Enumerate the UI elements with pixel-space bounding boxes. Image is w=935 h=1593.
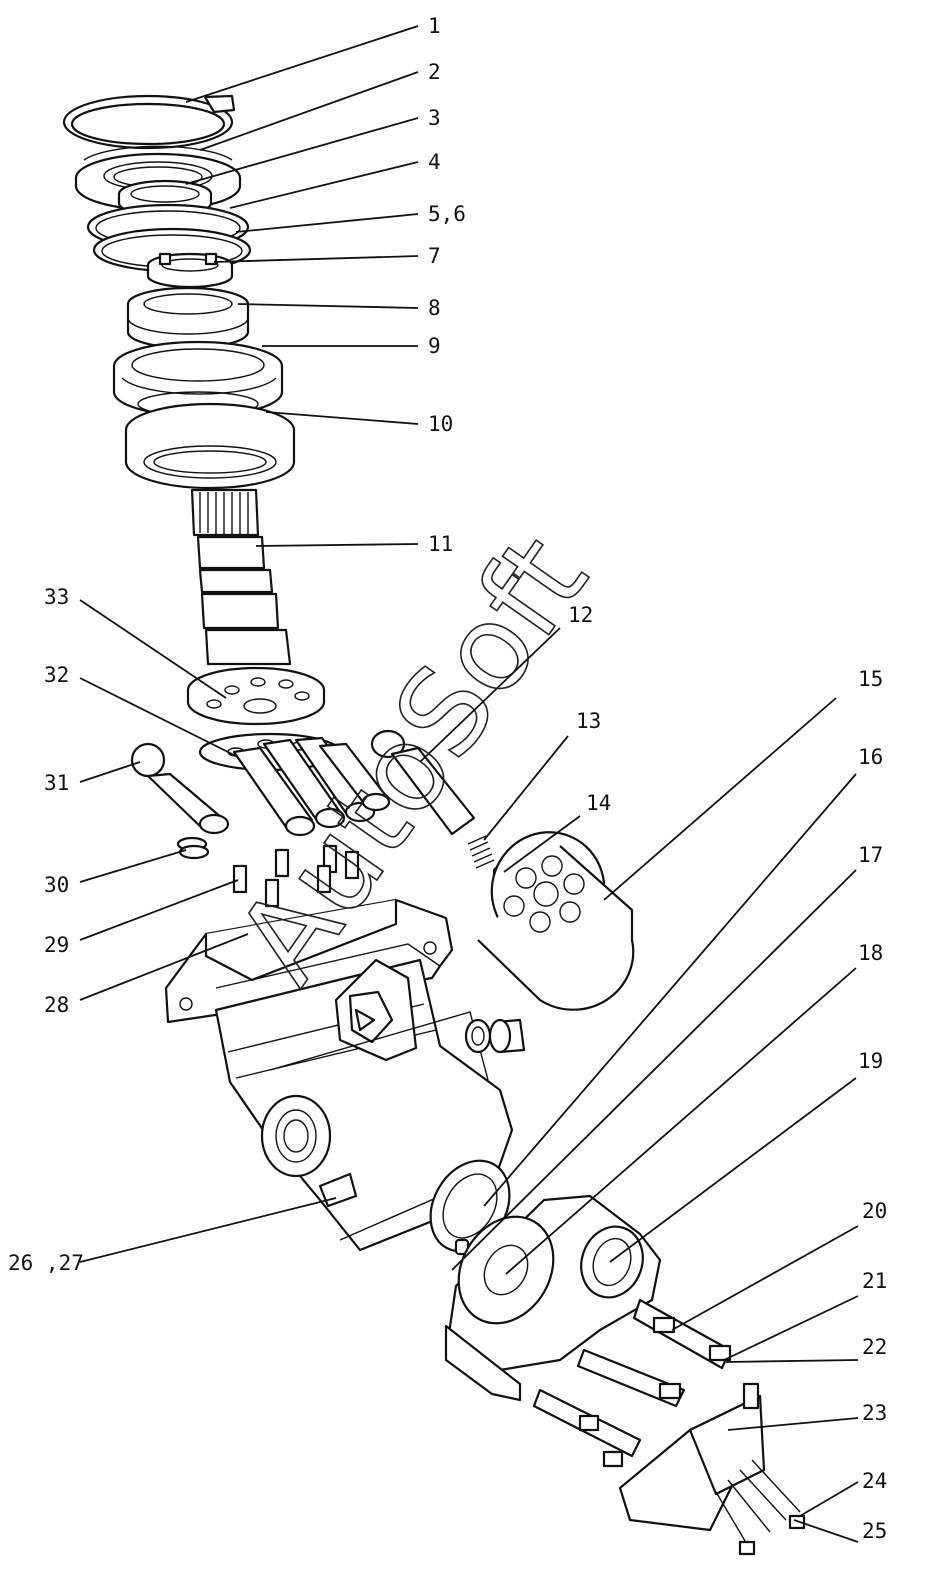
callout-labels: 1 2 3 4 5,6 7 8 9 10 11 12 13 14 15 16 1… — [8, 14, 887, 1543]
callout-5-6: 5,6 — [428, 202, 466, 226]
callout-7: 7 — [428, 244, 441, 268]
callout-11: 11 — [428, 532, 453, 556]
callout-18: 18 — [858, 941, 883, 965]
callout-1: 1 — [428, 14, 441, 38]
part-9-bearing-cup — [112, 340, 284, 418]
callout-8: 8 — [428, 296, 441, 320]
callout-22: 22 — [862, 1335, 887, 1359]
part-28-flange-housing — [164, 898, 454, 1024]
part-7-lock-nut — [146, 252, 234, 289]
part-8-bearing — [126, 286, 250, 350]
part-17-19-end-cover — [444, 1194, 662, 1402]
part-20-25-valve-block — [532, 1298, 806, 1556]
callout-16: 16 — [858, 745, 883, 769]
parts-drawing — [62, 94, 806, 1556]
part-15-cylinder-block — [477, 831, 635, 1011]
callout-29: 29 — [44, 933, 69, 957]
callout-26-27: 26 ,27 — [8, 1251, 84, 1275]
part-26-27-main-housing — [214, 958, 514, 1252]
callout-33: 33 — [44, 585, 69, 609]
plug-and-washer — [464, 1018, 526, 1054]
leader-lines — [79, 25, 859, 1543]
part-1-snap-ring — [62, 94, 236, 150]
part-29-screws — [232, 844, 360, 908]
callout-24: 24 — [862, 1469, 887, 1493]
callout-15: 15 — [858, 667, 883, 691]
callout-14: 14 — [586, 791, 611, 815]
part-13-spring — [467, 835, 495, 869]
callout-32: 32 — [44, 663, 69, 687]
callout-31: 31 — [44, 771, 69, 795]
part-12-piston — [370, 729, 476, 836]
callout-28: 28 — [44, 993, 69, 1017]
callout-23: 23 — [862, 1401, 887, 1425]
part-11-drive-shaft — [186, 488, 326, 726]
callout-13: 13 — [576, 709, 601, 733]
part-30-spring — [176, 836, 210, 860]
part-10-large-bearing — [124, 402, 296, 490]
callout-12: 12 — [568, 603, 593, 627]
callout-3: 3 — [428, 106, 441, 130]
callout-30: 30 — [44, 873, 69, 897]
callout-10: 10 — [428, 412, 453, 436]
callout-19: 19 — [858, 1049, 883, 1073]
callout-25: 25 — [862, 1519, 887, 1543]
callout-20: 20 — [862, 1199, 887, 1223]
part-31-piston — [130, 742, 230, 835]
piston-bank — [232, 736, 391, 837]
callout-21: 21 — [862, 1269, 887, 1293]
callout-9: 9 — [428, 334, 441, 358]
callout-17: 17 — [858, 843, 883, 867]
callout-2: 2 — [428, 60, 441, 84]
callout-4: 4 — [428, 150, 441, 174]
